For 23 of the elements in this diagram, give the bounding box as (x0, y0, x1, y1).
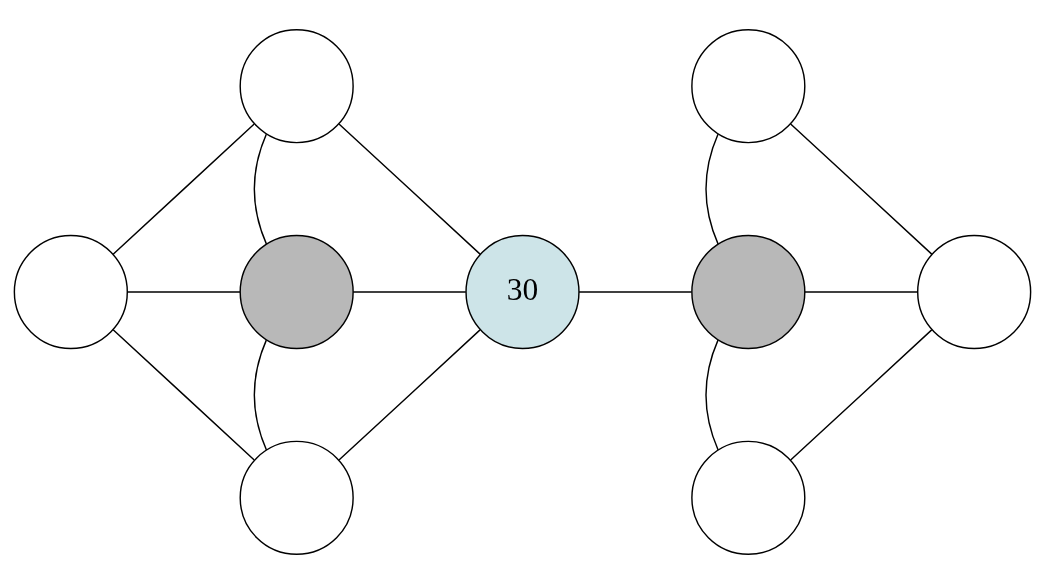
connector (804, 290, 919, 293)
connector (705, 133, 719, 245)
node-circle (239, 28, 354, 143)
node-circle (239, 234, 354, 349)
connector (126, 290, 241, 293)
connector (578, 290, 693, 293)
node-circle (239, 440, 354, 555)
node-circle (691, 440, 806, 555)
connector (253, 133, 268, 245)
connector (789, 122, 933, 255)
connector (352, 290, 467, 293)
node-circle (691, 234, 806, 349)
connector (112, 328, 255, 461)
connector (705, 338, 719, 451)
node-circle (691, 28, 806, 143)
node-circle: 30 (465, 234, 580, 349)
connector (338, 328, 481, 461)
connector (253, 338, 268, 451)
connector (789, 328, 933, 461)
node-circle (917, 234, 1032, 349)
connector (338, 122, 481, 255)
node-circle (13, 234, 128, 349)
connector (112, 122, 255, 255)
